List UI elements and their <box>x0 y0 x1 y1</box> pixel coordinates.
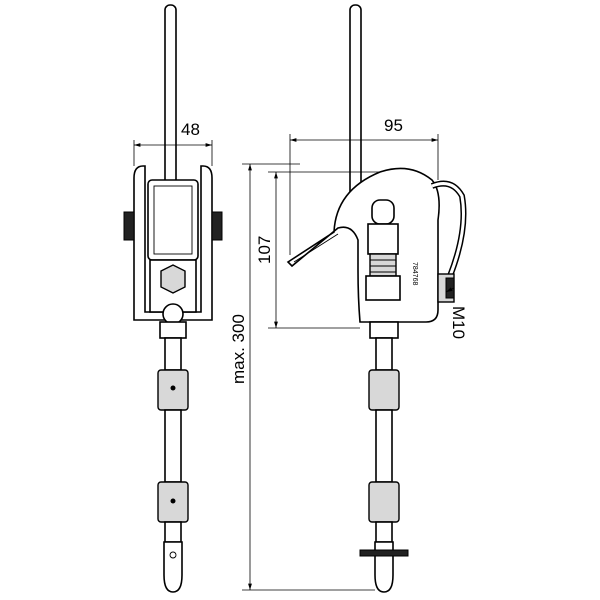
front-grip-dot-1 <box>170 385 176 391</box>
side-shaft-upper <box>375 337 393 371</box>
side-shaft-middle <box>375 409 393 483</box>
front-clamp-core <box>153 185 193 255</box>
side-spindle <box>367 223 399 255</box>
front-pin-left <box>123 211 135 241</box>
side-view: 784768 <box>286 4 467 593</box>
side-grip-1 <box>368 369 400 411</box>
front-neck <box>159 321 187 339</box>
side-jaw-line <box>293 233 339 263</box>
part-marking: 784768 <box>411 262 418 285</box>
front-eye <box>162 303 184 325</box>
front-shaft-upper <box>164 337 182 371</box>
dimension-95: 95 <box>289 116 439 255</box>
side-neck <box>369 321 399 339</box>
dimension-48: 48 <box>133 120 213 166</box>
front-shaft-lower <box>164 521 182 543</box>
front-view <box>123 4 223 593</box>
dimension-max-300: max. 300 <box>229 163 375 591</box>
side-tip-pin <box>359 549 409 557</box>
front-tip <box>163 541 183 593</box>
side-m10-head <box>445 277 455 299</box>
side-spindle-base <box>365 275 401 301</box>
front-pin-right <box>211 211 223 241</box>
front-grip-dot-2 <box>170 498 176 504</box>
front-shaft-middle <box>164 409 182 483</box>
front-tip-hole <box>169 551 177 559</box>
side-hook-body <box>286 167 440 323</box>
front-hex-nut <box>160 264 186 294</box>
side-rod <box>349 4 362 201</box>
side-shaft-lower <box>375 521 393 543</box>
dim-head-height: 107 <box>255 236 274 264</box>
dim-thread: M10 <box>449 306 468 339</box>
dimension-107: 107 <box>255 171 380 329</box>
side-thread <box>369 253 397 277</box>
thread-label: M10 <box>445 287 468 339</box>
dim-side-width: 95 <box>384 116 403 135</box>
front-clamp-block <box>147 179 199 261</box>
side-grip-2 <box>368 481 400 523</box>
dim-total-height: max. 300 <box>229 314 248 384</box>
front-rod <box>164 4 177 186</box>
side-cable-loop-inner <box>431 182 465 277</box>
side-spindle-top <box>371 199 395 225</box>
dim-front-width: 48 <box>181 120 200 139</box>
front-frame <box>133 165 213 321</box>
